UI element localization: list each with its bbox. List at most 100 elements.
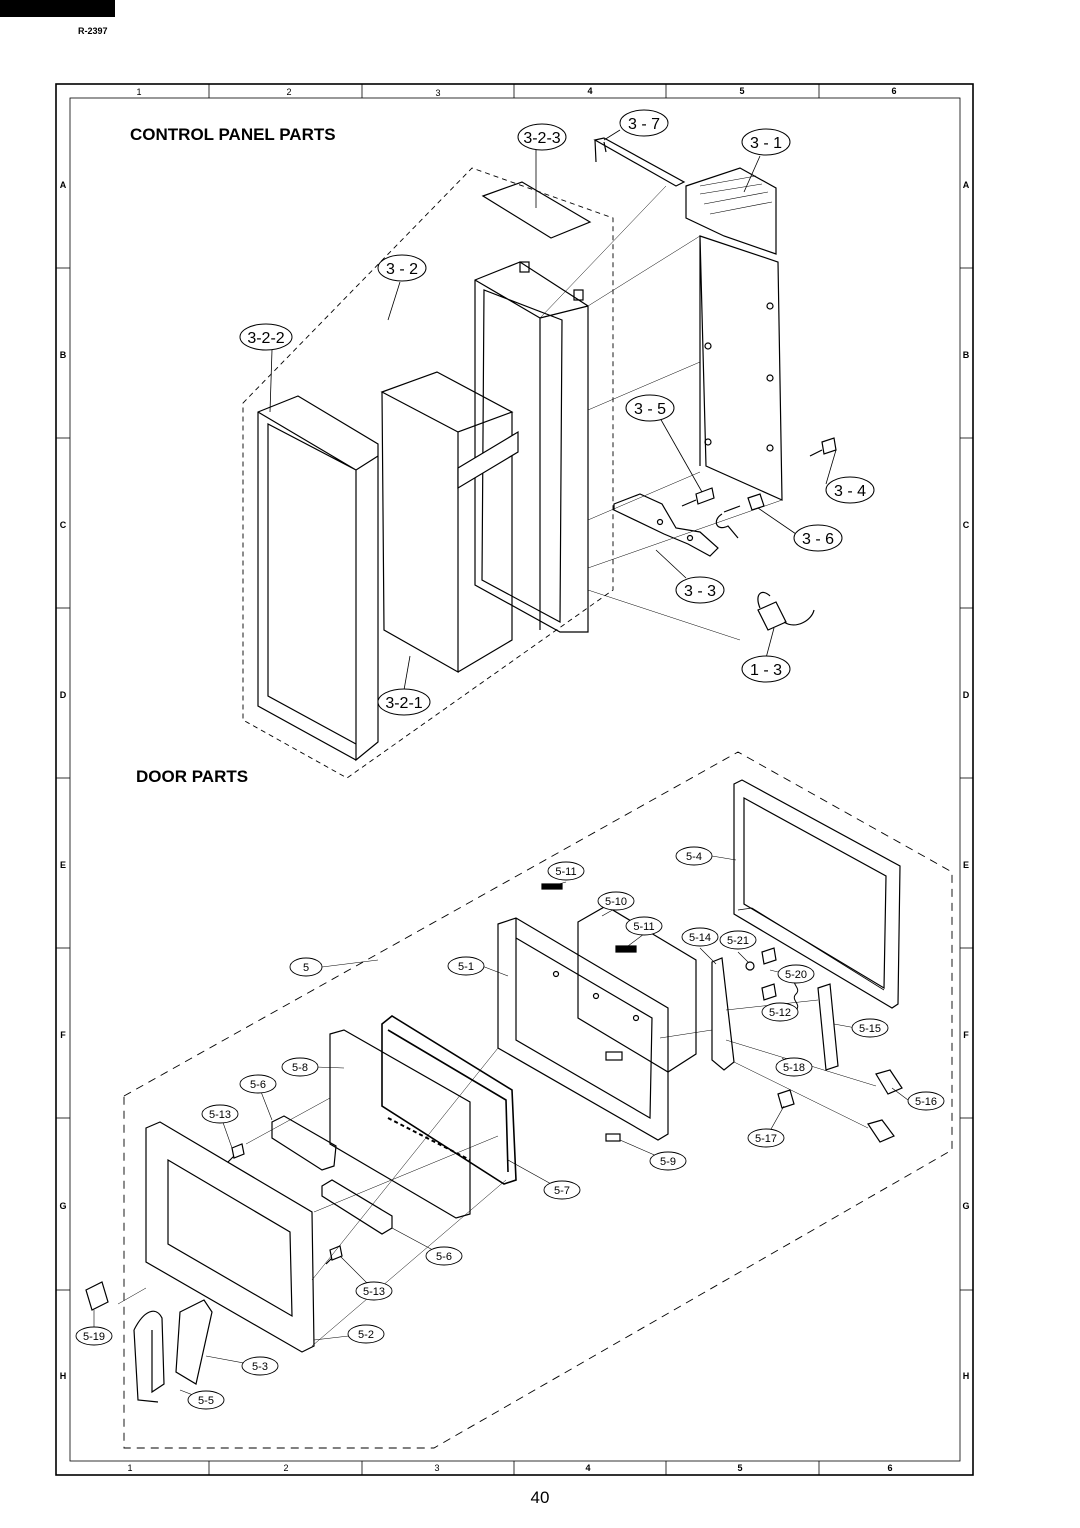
part-5-7-seal xyxy=(381,1015,517,1185)
column-ticks xyxy=(208,84,820,1475)
column-label-4: 4 xyxy=(587,86,592,96)
part-5-19-label xyxy=(85,1281,109,1311)
row-label-g-right: G xyxy=(962,1201,969,1211)
control-callouts xyxy=(239,109,875,716)
row-label-e: E xyxy=(60,860,66,870)
callout-5-5: 5-5 xyxy=(198,1395,214,1407)
column-label-3: 3 xyxy=(435,88,440,98)
part-5-17-lever xyxy=(777,1089,795,1109)
column-label-1-bottom: 1 xyxy=(127,1463,132,1473)
part-5-8-glass xyxy=(329,1029,471,1219)
row-label-a: A xyxy=(60,180,67,190)
callout-5-16: 5-16 xyxy=(915,1096,937,1108)
control-panel-illustration xyxy=(242,137,837,779)
callout-3-2-1: 3-2-1 xyxy=(385,695,422,712)
callout-5-13-lower: 5-13 xyxy=(363,1286,385,1298)
page-number: 40 xyxy=(530,1488,550,1507)
part-3-3-bracket xyxy=(613,493,719,557)
door-assembly-boundary xyxy=(123,751,953,1449)
callout-5-3: 5-3 xyxy=(252,1361,268,1373)
callout-5-6-lower: 5-6 xyxy=(436,1251,452,1263)
column-label-5-bottom: 5 xyxy=(737,1463,742,1473)
row-label-f-right: F xyxy=(963,1030,969,1040)
row-label-c: C xyxy=(60,520,67,530)
row-label-h-right: H xyxy=(963,1371,970,1381)
callout-5-4: 5-4 xyxy=(686,851,702,863)
door-callouts xyxy=(75,846,945,1410)
column-label-4-bottom: 4 xyxy=(585,1463,590,1473)
header-bar xyxy=(0,0,115,17)
part-5-5-cover xyxy=(175,1299,213,1385)
part-3-7-bracket xyxy=(593,137,686,187)
row-label-h: H xyxy=(60,1371,67,1381)
column-label-6-bottom: 6 xyxy=(887,1463,892,1473)
row-label-a-right: A xyxy=(963,180,970,190)
part-3-1-pcb xyxy=(685,167,777,255)
column-label-3-bottom: 3 xyxy=(434,1463,439,1473)
outer-frame xyxy=(55,83,974,1476)
part-3-5-screw xyxy=(681,487,715,507)
callout-5-11: 5-11 xyxy=(633,921,654,933)
callout-5-2: 5-2 xyxy=(358,1329,374,1341)
row-label-f: F xyxy=(60,1030,66,1040)
column-label-2: 2 xyxy=(286,87,291,97)
callout-5-8: 5-8 xyxy=(292,1062,308,1074)
callout-3-6: 3 - 6 xyxy=(802,531,834,548)
part-5-13-screw-lower xyxy=(325,1245,343,1265)
part-5-16-lever xyxy=(867,1069,903,1143)
callout-5-19: 5-19 xyxy=(83,1331,105,1343)
callout-5-13-upper: 5-13 xyxy=(209,1109,231,1121)
callout-5-21: 5-21 xyxy=(727,935,749,947)
callout-3-3: 3 - 3 xyxy=(684,583,716,600)
callout-5-9: 5-9 xyxy=(660,1156,676,1168)
callout-5-20: 5-20 xyxy=(785,969,807,981)
callout-5: 5 xyxy=(303,962,309,974)
callout-3-2-2: 3-2-2 xyxy=(247,330,284,347)
row-label-d-right: D xyxy=(963,690,970,700)
row-ticks xyxy=(56,267,973,1291)
part-5-4-choke xyxy=(733,779,901,1009)
part-5-6-plate-upper xyxy=(271,1115,337,1171)
part-3-2-2-frame xyxy=(257,395,379,762)
callout-5-6-upper: 5-6 xyxy=(250,1079,266,1091)
model-number: R-2397 xyxy=(78,26,108,36)
callout-5-14: 5-14 xyxy=(689,932,711,944)
callout-1-3: 1 - 3 xyxy=(750,662,782,679)
part-5-20-screw xyxy=(761,947,777,1001)
part-3-6-switch xyxy=(715,493,765,539)
door-parts-title: DOOR PARTS xyxy=(136,767,248,786)
part-5-21-washer xyxy=(745,961,755,971)
callout-5-1: 5-1 xyxy=(458,961,474,973)
control-panel-title: CONTROL PANEL PARTS xyxy=(130,125,336,144)
inner-frame xyxy=(69,97,961,1462)
row-label-d: D xyxy=(60,690,67,700)
part-1-3-capacitor xyxy=(757,591,815,631)
part-5-13-screw-upper xyxy=(227,1143,245,1163)
callout-5-17: 5-17 xyxy=(755,1133,777,1145)
part-3-2-3-sheet xyxy=(481,181,592,239)
row-label-e-right: E xyxy=(963,860,969,870)
door-illustration xyxy=(85,751,953,1449)
part-5-2-door xyxy=(145,1121,315,1353)
part-5-15-holder xyxy=(817,983,839,1071)
callout-5-7: 5-7 xyxy=(554,1185,570,1197)
callout-3-5: 3 - 5 xyxy=(634,401,666,418)
callout-5-11-top: 5-11 xyxy=(555,866,576,878)
part-5-14-latch xyxy=(711,957,735,1071)
callout-3-2-3: 3-2-3 xyxy=(523,130,560,147)
callout-5-18: 5-18 xyxy=(783,1062,805,1074)
callout-3-1: 3 - 1 xyxy=(750,135,782,152)
part-5-1-frame xyxy=(497,917,669,1141)
column-label-6: 6 xyxy=(891,86,896,96)
part-5-6-plate-lower xyxy=(321,1179,393,1235)
callout-5-12: 5-12 xyxy=(769,1007,791,1019)
column-label-2-bottom: 2 xyxy=(283,1463,288,1473)
row-label-c-right: C xyxy=(963,520,970,530)
column-label-1: 1 xyxy=(136,87,141,97)
part-5-3-handle xyxy=(133,1310,165,1403)
part-3-2-frame xyxy=(474,261,589,633)
callout-5-15: 5-15 xyxy=(859,1023,881,1035)
row-label-g: G xyxy=(59,1201,66,1211)
row-label-b-right: B xyxy=(963,350,970,360)
